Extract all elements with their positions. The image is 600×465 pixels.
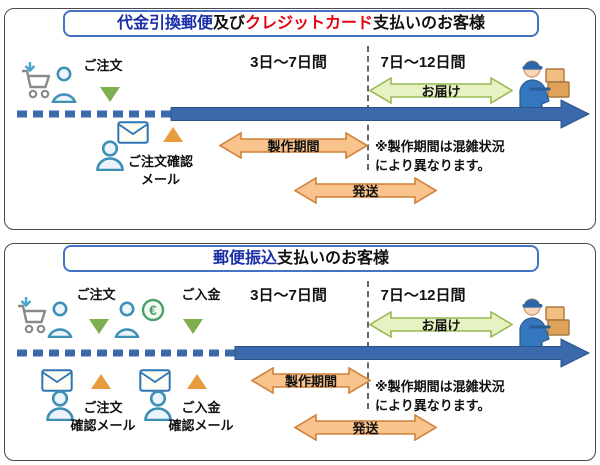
- period-7-12-days: 7日～12日間: [380, 287, 466, 304]
- payment-label: ご入金: [181, 287, 221, 302]
- delivery-arrow-label: お届け: [421, 84, 461, 99]
- mail-event-marker-triangle: [163, 127, 183, 142]
- production-note: ※製作期間は混雑状況 により異なります。: [375, 137, 527, 175]
- title-postal-transfer-text: 郵便振込: [212, 250, 277, 267]
- order-confirmation-mail-label: ご注文確認 メール: [108, 153, 213, 189]
- person-with-euro-coin-icon: €: [113, 296, 171, 343]
- payment-event-marker-triangle: [183, 319, 203, 334]
- mail-label-line1: ご入金: [181, 400, 221, 415]
- production-arrow-label: 製作期間: [284, 374, 337, 389]
- production-period-arrow: 製作期間: [251, 367, 371, 394]
- production-arrow-label: 製作期間: [267, 139, 320, 154]
- cart-with-person-icon: [17, 296, 73, 343]
- period-3-7-days: 3日～7日間: [250, 287, 327, 304]
- note-line2: により異なります。: [375, 158, 491, 173]
- mail-label-line2: 確認メール: [168, 418, 234, 433]
- envelope-icon: [117, 121, 149, 149]
- shipping-arrow-label: 発送: [352, 421, 379, 436]
- cart-with-person-icon: [21, 61, 77, 108]
- shipping-period-arrow: 発送: [294, 177, 437, 204]
- title-customers-text: 支払いのお客様: [277, 250, 390, 267]
- payment-mail-marker-triangle: [187, 374, 207, 389]
- title-credit-text: クレジットカード: [245, 15, 374, 32]
- mail-label-line2: 確認メール: [70, 418, 136, 433]
- period-divider-line: [367, 281, 369, 409]
- period-3-7-days: 3日～7日間: [250, 54, 327, 71]
- note-line1: ※製作期間は混雑状況: [375, 139, 505, 154]
- mail-label-line1: ご注文確認: [127, 154, 193, 169]
- delivery-period-arrow: お届け: [369, 77, 513, 104]
- timeline-arrow: [17, 338, 591, 368]
- envelope-icon: [139, 369, 171, 397]
- payment-confirmation-mail-label: ご入金 確認メール: [161, 399, 241, 435]
- mail-label-line1: ご注文: [83, 400, 123, 415]
- note-line2: により異なります。: [375, 398, 491, 413]
- delivery-arrow-label: お届け: [421, 318, 461, 333]
- delivery-courier-icon: [513, 55, 575, 116]
- person-icon: [45, 389, 75, 426]
- order-event-marker-triangle: [100, 87, 120, 102]
- panel2-title: 郵便振込支払いのお客様: [63, 245, 539, 272]
- note-line1: ※製作期間は混雑状況: [375, 379, 505, 394]
- panel-cod-credit-card: 代金引換郵便及びクレジットカード支払いのお客様 ご注文 3日～7日間 7日～12…: [4, 8, 596, 230]
- order-event-marker-triangle: [89, 319, 109, 334]
- order-label: ご注文: [76, 287, 116, 302]
- shipping-period-arrow: 発送: [294, 414, 437, 441]
- svg-text:€: €: [149, 302, 157, 318]
- production-period-arrow: 製作期間: [219, 132, 368, 159]
- envelope-icon: [41, 369, 73, 397]
- person-icon: [95, 139, 125, 176]
- panel1-title: 代金引換郵便及びクレジットカード支払いのお客様: [63, 10, 539, 37]
- period-7-12-days: 7日～12日間: [380, 54, 466, 71]
- production-note: ※製作期間は混雑状況 により異なります。: [375, 377, 527, 415]
- title-cod-text: 代金引換郵便: [116, 15, 213, 32]
- title-and-text: 及び: [212, 15, 245, 32]
- person-icon: [143, 389, 173, 426]
- order-label: ご注文: [83, 58, 123, 73]
- shipping-arrow-label: 発送: [352, 184, 379, 199]
- delivery-period-arrow: お届け: [369, 311, 513, 338]
- timeline-arrow: [17, 99, 591, 129]
- mail-label-line2: メール: [140, 172, 180, 187]
- delivery-courier-icon: [513, 293, 575, 354]
- title-customers-text: 支払いのお客様: [373, 15, 486, 32]
- order-confirmation-mail-label: ご注文 確認メール: [63, 399, 143, 435]
- panel-postal-transfer: 郵便振込支払いのお客様 ご注文 ご入金 3日～7日間 7日～12日間 €: [4, 243, 596, 461]
- order-mail-marker-triangle: [91, 374, 111, 389]
